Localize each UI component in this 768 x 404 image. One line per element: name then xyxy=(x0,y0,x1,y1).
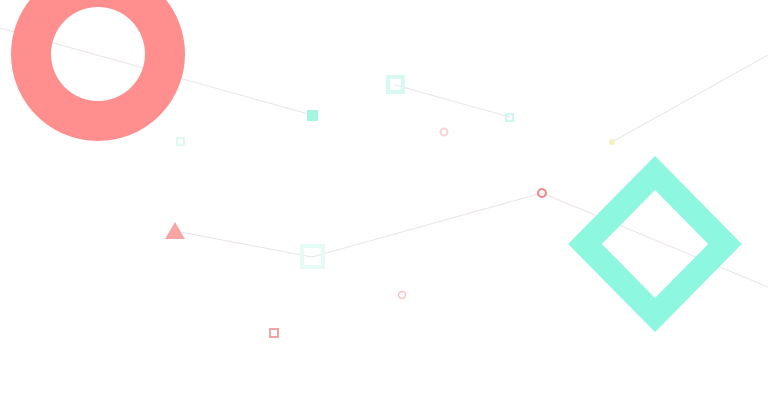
mint-square-outline-icon xyxy=(300,244,325,269)
connector-line xyxy=(394,84,511,118)
coral-ring-icon xyxy=(11,0,185,141)
mint-diamond-outline-icon xyxy=(568,155,742,333)
yellow-dot-icon xyxy=(609,139,615,145)
connector-line xyxy=(611,54,768,143)
coral-small-circle-icon xyxy=(537,188,547,198)
mint-square-outline-icon xyxy=(176,137,185,146)
soft-coral-triangle-icon xyxy=(165,222,185,239)
connector-line xyxy=(174,230,313,258)
small-mint-square-icon xyxy=(307,110,318,121)
connector-line xyxy=(311,192,543,258)
coral-small-circle-icon xyxy=(439,127,449,137)
connector-lines xyxy=(0,27,768,288)
coral-small-circle-icon xyxy=(397,290,407,300)
coral-small-square-icon xyxy=(269,328,279,338)
mint-square-outline-icon xyxy=(505,113,514,122)
mint-square-outline-icon xyxy=(386,75,405,94)
connector-line xyxy=(541,192,768,288)
